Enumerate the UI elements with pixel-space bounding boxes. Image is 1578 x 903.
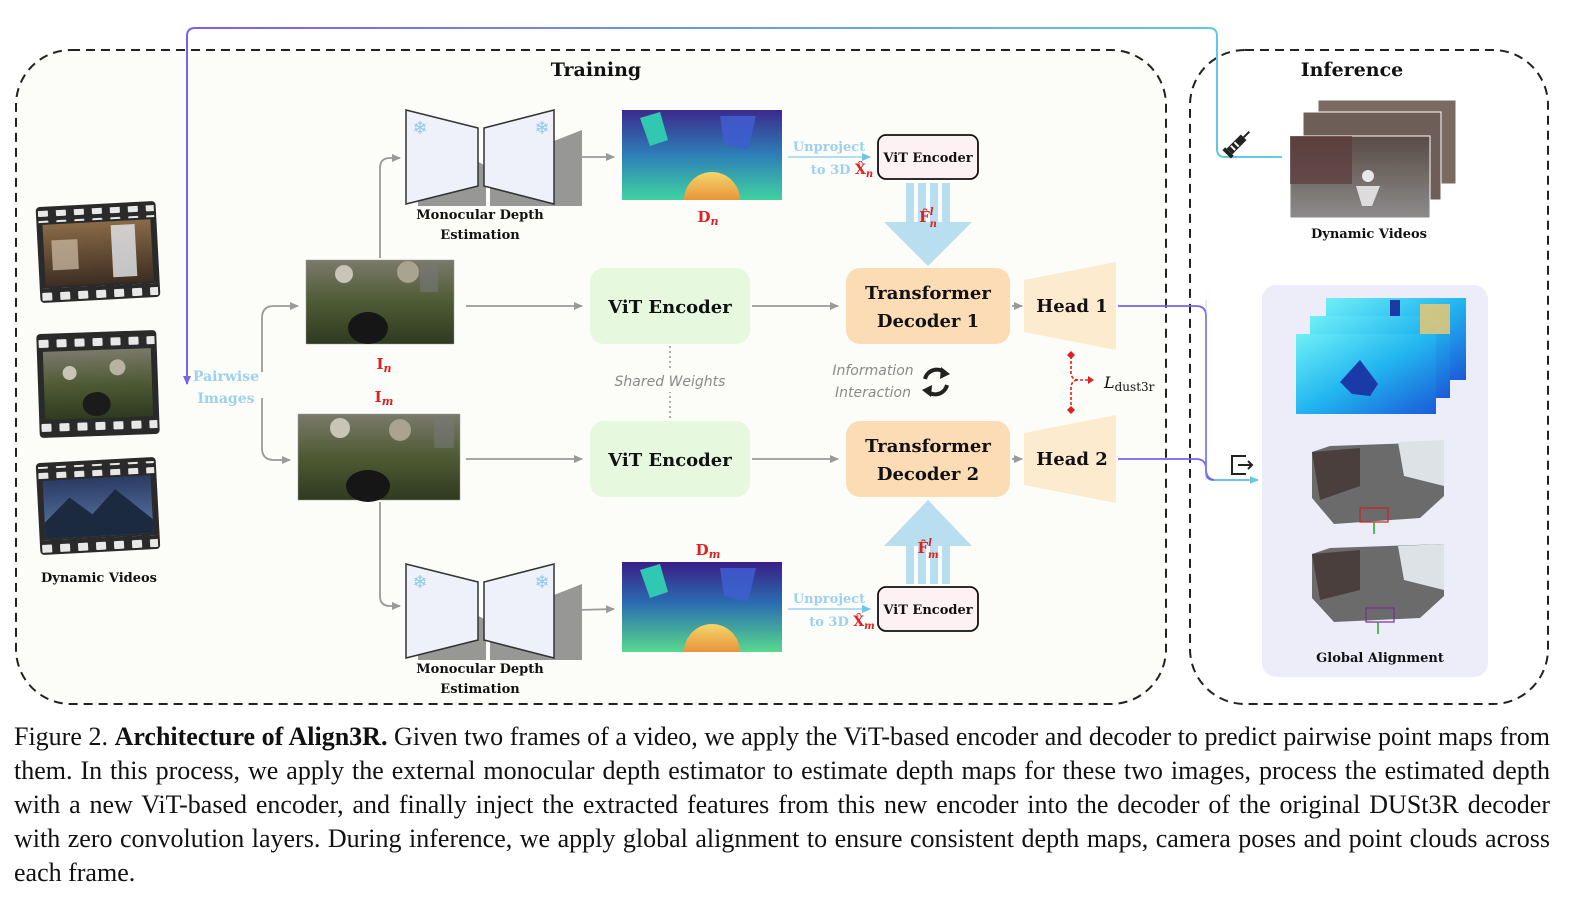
decoder1-line1: Transformer	[865, 283, 991, 304]
label-im-sub: m	[382, 395, 394, 408]
transformer-decoder-2: Transformer Decoder 2	[846, 421, 1010, 497]
vit-encoder-depth-bottom-label: ViT Encoder	[882, 603, 972, 618]
label-dm-sub: m	[709, 548, 721, 561]
label-fm-main: F̂	[917, 539, 928, 557]
caption-prefix: Figure 2.	[14, 722, 115, 751]
global-alignment-label: Global Alignment	[1316, 651, 1444, 666]
label-fm-sub: m	[928, 550, 939, 561]
snowflake-icon: ❄	[534, 572, 549, 593]
label-xn-sub: n	[866, 169, 873, 180]
label-in-sub: n	[384, 362, 392, 375]
training-panel	[15, 49, 1167, 705]
vit-encoder-depth-top-label: ViT Encoder	[882, 151, 972, 166]
snowflake-icon: ❄	[412, 572, 427, 593]
export-icon	[1231, 455, 1254, 475]
figure-caption: Figure 2. Architecture of Align3R. Given…	[14, 720, 1550, 890]
mono-depth-estimator-top: ❄ ❄	[405, 109, 582, 206]
label-fm-sup: l	[928, 538, 932, 549]
snowflake-icon: ❄	[412, 118, 427, 139]
decoder2-line2: Decoder 2	[877, 464, 979, 485]
vit-encoder-bottom-label: ViT Encoder	[607, 450, 732, 471]
unproject-bottom-line1: Unproject	[793, 592, 865, 607]
loss-label-sub: dust3r	[1115, 380, 1155, 394]
dynamic-videos-label-right: Dynamic Videos	[1311, 227, 1427, 242]
refresh-icon	[922, 367, 950, 397]
depth-map-dm	[622, 562, 782, 652]
vit-encoder-bottom: ViT Encoder	[590, 421, 750, 497]
transformer-decoder-1: Transformer Decoder 1	[846, 268, 1010, 344]
feature-arrow-top	[884, 183, 972, 266]
mono-depth-label-bottom-line2: Estimation	[440, 682, 520, 697]
decoder1-line2: Decoder 1	[877, 311, 979, 332]
vit-encoder-top-label: ViT Encoder	[607, 297, 732, 318]
label-im-main: I	[375, 388, 382, 406]
dynamic-videos-label-left: Dynamic Videos	[41, 571, 157, 586]
svg-text:In: In	[376, 355, 391, 375]
mono-depth-label-top-line2: Estimation	[440, 228, 520, 243]
label-xm-main: X̂	[853, 612, 864, 630]
label-fn-sub: n	[930, 219, 937, 230]
unproject-top-line1: Unproject	[793, 140, 865, 155]
label-fn-main: F̂	[919, 208, 930, 226]
video-filmstrip-2	[36, 330, 160, 438]
pairwise-label-line1: Pairwise	[193, 369, 259, 385]
svg-text:Im: Im	[375, 388, 394, 408]
head-2-label: Head 2	[1036, 449, 1108, 470]
svg-text:to 3D X̂n: to 3D X̂n	[811, 160, 873, 180]
label-fn-sup: l	[930, 207, 934, 218]
label-dn-sub: n	[711, 215, 719, 228]
inference-video-frames	[1289, 99, 1457, 219]
decoder2-line1: Transformer	[865, 436, 991, 457]
loss-indicator	[1067, 351, 1094, 414]
unproject-bottom-line2: to 3D	[809, 615, 853, 630]
svg-text:F̂lm: F̂lm	[917, 538, 938, 561]
vit-encoder-depth-bottom: ViT Encoder	[877, 586, 979, 632]
label-xn-main: X̂	[855, 160, 866, 178]
head-1-label: Head 1	[1036, 296, 1108, 317]
label-dm-main: D	[696, 541, 709, 559]
caption-bold-title: Architecture of Align3R.	[114, 722, 388, 751]
svg-text:F̂ln: F̂ln	[919, 207, 937, 230]
unproject-top-line2: to 3D	[811, 163, 855, 178]
architecture-diagram: Training Inference	[15, 27, 1549, 705]
svg-text:Ldust3r: Ldust3r	[1103, 373, 1155, 394]
label-xm-sub: m	[864, 621, 875, 632]
svg-text:Dm: Dm	[696, 541, 721, 561]
training-title: Training	[551, 59, 641, 81]
video-filmstrip-3	[35, 457, 161, 555]
inference-point-cloud-1	[1312, 440, 1444, 534]
image-im	[297, 413, 461, 502]
svg-text:to 3D X̂m: to 3D X̂m	[809, 612, 875, 632]
mono-depth-label-top-line1: Monocular Depth	[416, 208, 544, 223]
image-in	[305, 259, 455, 345]
snowflake-icon: ❄	[534, 118, 549, 139]
depth-map-dn	[622, 110, 782, 200]
inference-depth-maps	[1296, 298, 1466, 414]
mono-depth-estimator-bottom: ❄ ❄	[405, 563, 582, 660]
feature-arrow-bottom	[884, 500, 972, 584]
shared-weights-label: Shared Weights	[615, 374, 726, 390]
syringe-icon	[1222, 130, 1251, 159]
info-interaction-line2: Interaction	[835, 385, 911, 401]
svg-text:Dn: Dn	[697, 208, 718, 228]
caption-text: Given two frames of a video, we apply th…	[14, 722, 1550, 887]
video-filmstrip-1	[35, 201, 161, 303]
label-dn-main: D	[697, 208, 710, 226]
vit-encoder-top: ViT Encoder	[590, 268, 750, 344]
loss-label-main: L	[1103, 373, 1115, 392]
info-interaction-line1: Information	[832, 363, 913, 379]
vit-encoder-depth-top: ViT Encoder	[877, 134, 979, 180]
pairwise-label-line2: Images	[197, 391, 254, 407]
head-1: Head 1	[1024, 262, 1116, 350]
label-in-main: I	[376, 355, 383, 373]
inference-point-cloud-2	[1312, 544, 1444, 634]
inference-title: Inference	[1301, 59, 1404, 81]
top-feedback-line	[186, 27, 1282, 380]
head-2: Head 2	[1024, 415, 1116, 503]
mono-depth-label-bottom-line1: Monocular Depth	[416, 662, 544, 677]
